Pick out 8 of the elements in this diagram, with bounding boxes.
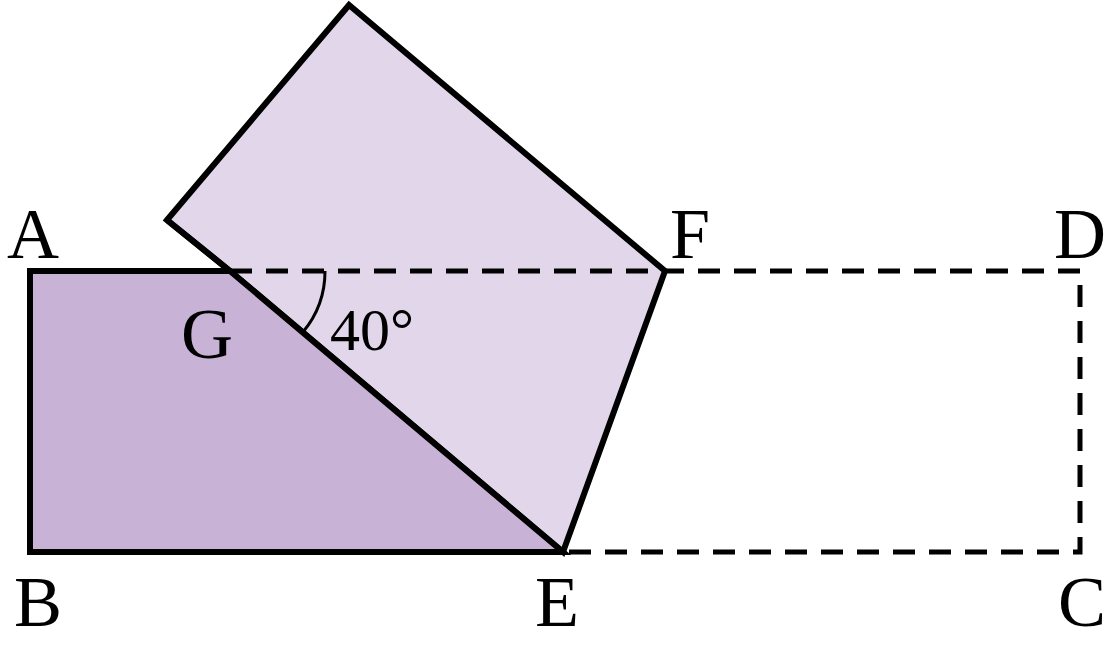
point-label: G <box>181 298 233 370</box>
point-label: A <box>7 198 59 270</box>
point-label: F <box>670 198 710 270</box>
point-label: E <box>535 566 579 638</box>
point-label: B <box>14 566 62 638</box>
point-label: D <box>1054 198 1106 270</box>
point-label: C <box>1058 566 1106 638</box>
angle-label: 40° <box>330 300 414 360</box>
